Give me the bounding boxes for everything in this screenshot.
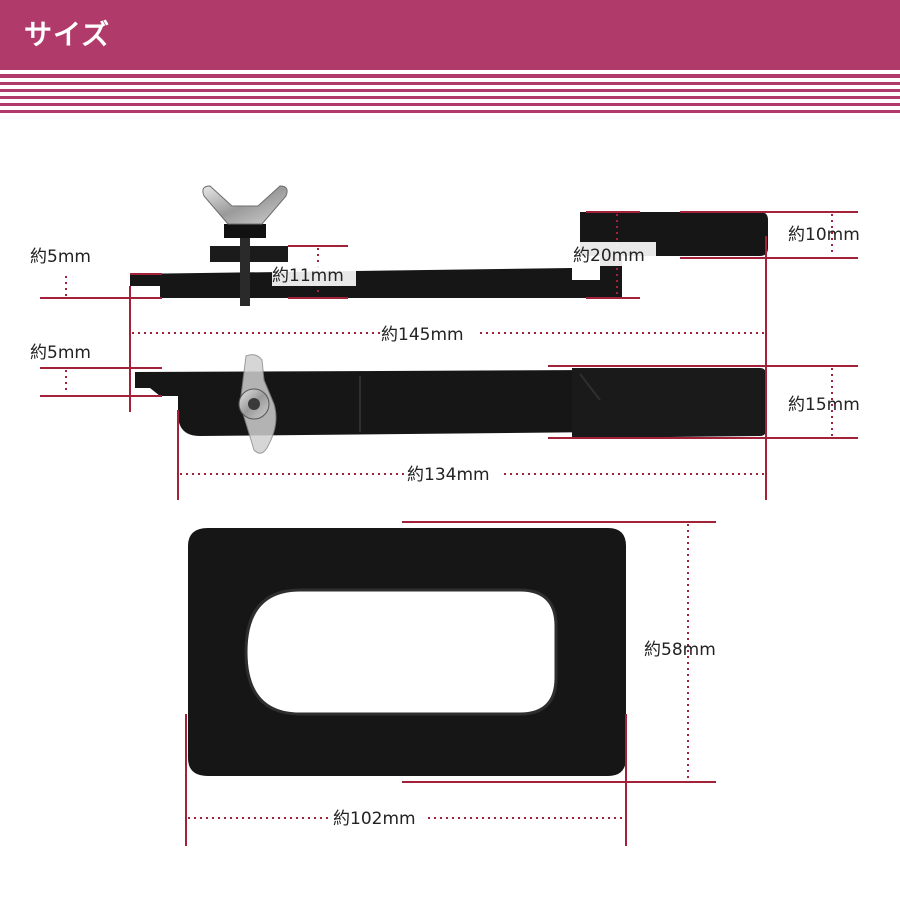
bolt-shaft: [240, 230, 250, 306]
header-title: サイズ: [24, 18, 111, 51]
bracket-side-view: [130, 185, 768, 306]
section-header: サイズ: [0, 0, 900, 118]
header-bar: [0, 0, 900, 70]
label-thickness-bottom: 約5mm: [30, 343, 91, 363]
dimension-lines: [40, 211, 858, 846]
wing-nut-icon: [202, 185, 288, 225]
header-stripe: [0, 89, 900, 92]
bracket-bevel: [579, 373, 601, 401]
label-width-102: 約102mm: [333, 809, 416, 829]
header-stripe: [0, 96, 900, 99]
frame-part: [188, 528, 626, 776]
dimension-labels: 約5mm 約11mm 約20mm 約10mm 約145mm 約5mm 約15mm…: [30, 225, 860, 830]
label-thickness-top: 約5mm: [30, 247, 91, 267]
bracket-top-view: [135, 354, 766, 454]
label-width-15: 約15mm: [788, 395, 860, 415]
label-gap-11: 約11mm: [272, 266, 344, 286]
bracket-head: [572, 368, 766, 438]
label-height-20: 約20mm: [573, 246, 645, 266]
header-stripe: [0, 110, 900, 113]
label-length-134: 約134mm: [407, 465, 490, 485]
bolt-socket-icon: [248, 398, 260, 410]
label-thickness-10: 約10mm: [788, 225, 860, 245]
label-height-58: 約58mm: [644, 640, 716, 660]
frame-inner-edge: [244, 588, 558, 716]
header-stripe: [0, 103, 900, 106]
bracket-body: [135, 370, 606, 436]
header-stripe: [0, 82, 900, 85]
label-length-145: 約145mm: [381, 325, 464, 345]
nut: [224, 224, 266, 238]
frame-ring: [188, 528, 626, 776]
header-stripe: [0, 74, 900, 78]
bracket-arm: [130, 268, 600, 298]
